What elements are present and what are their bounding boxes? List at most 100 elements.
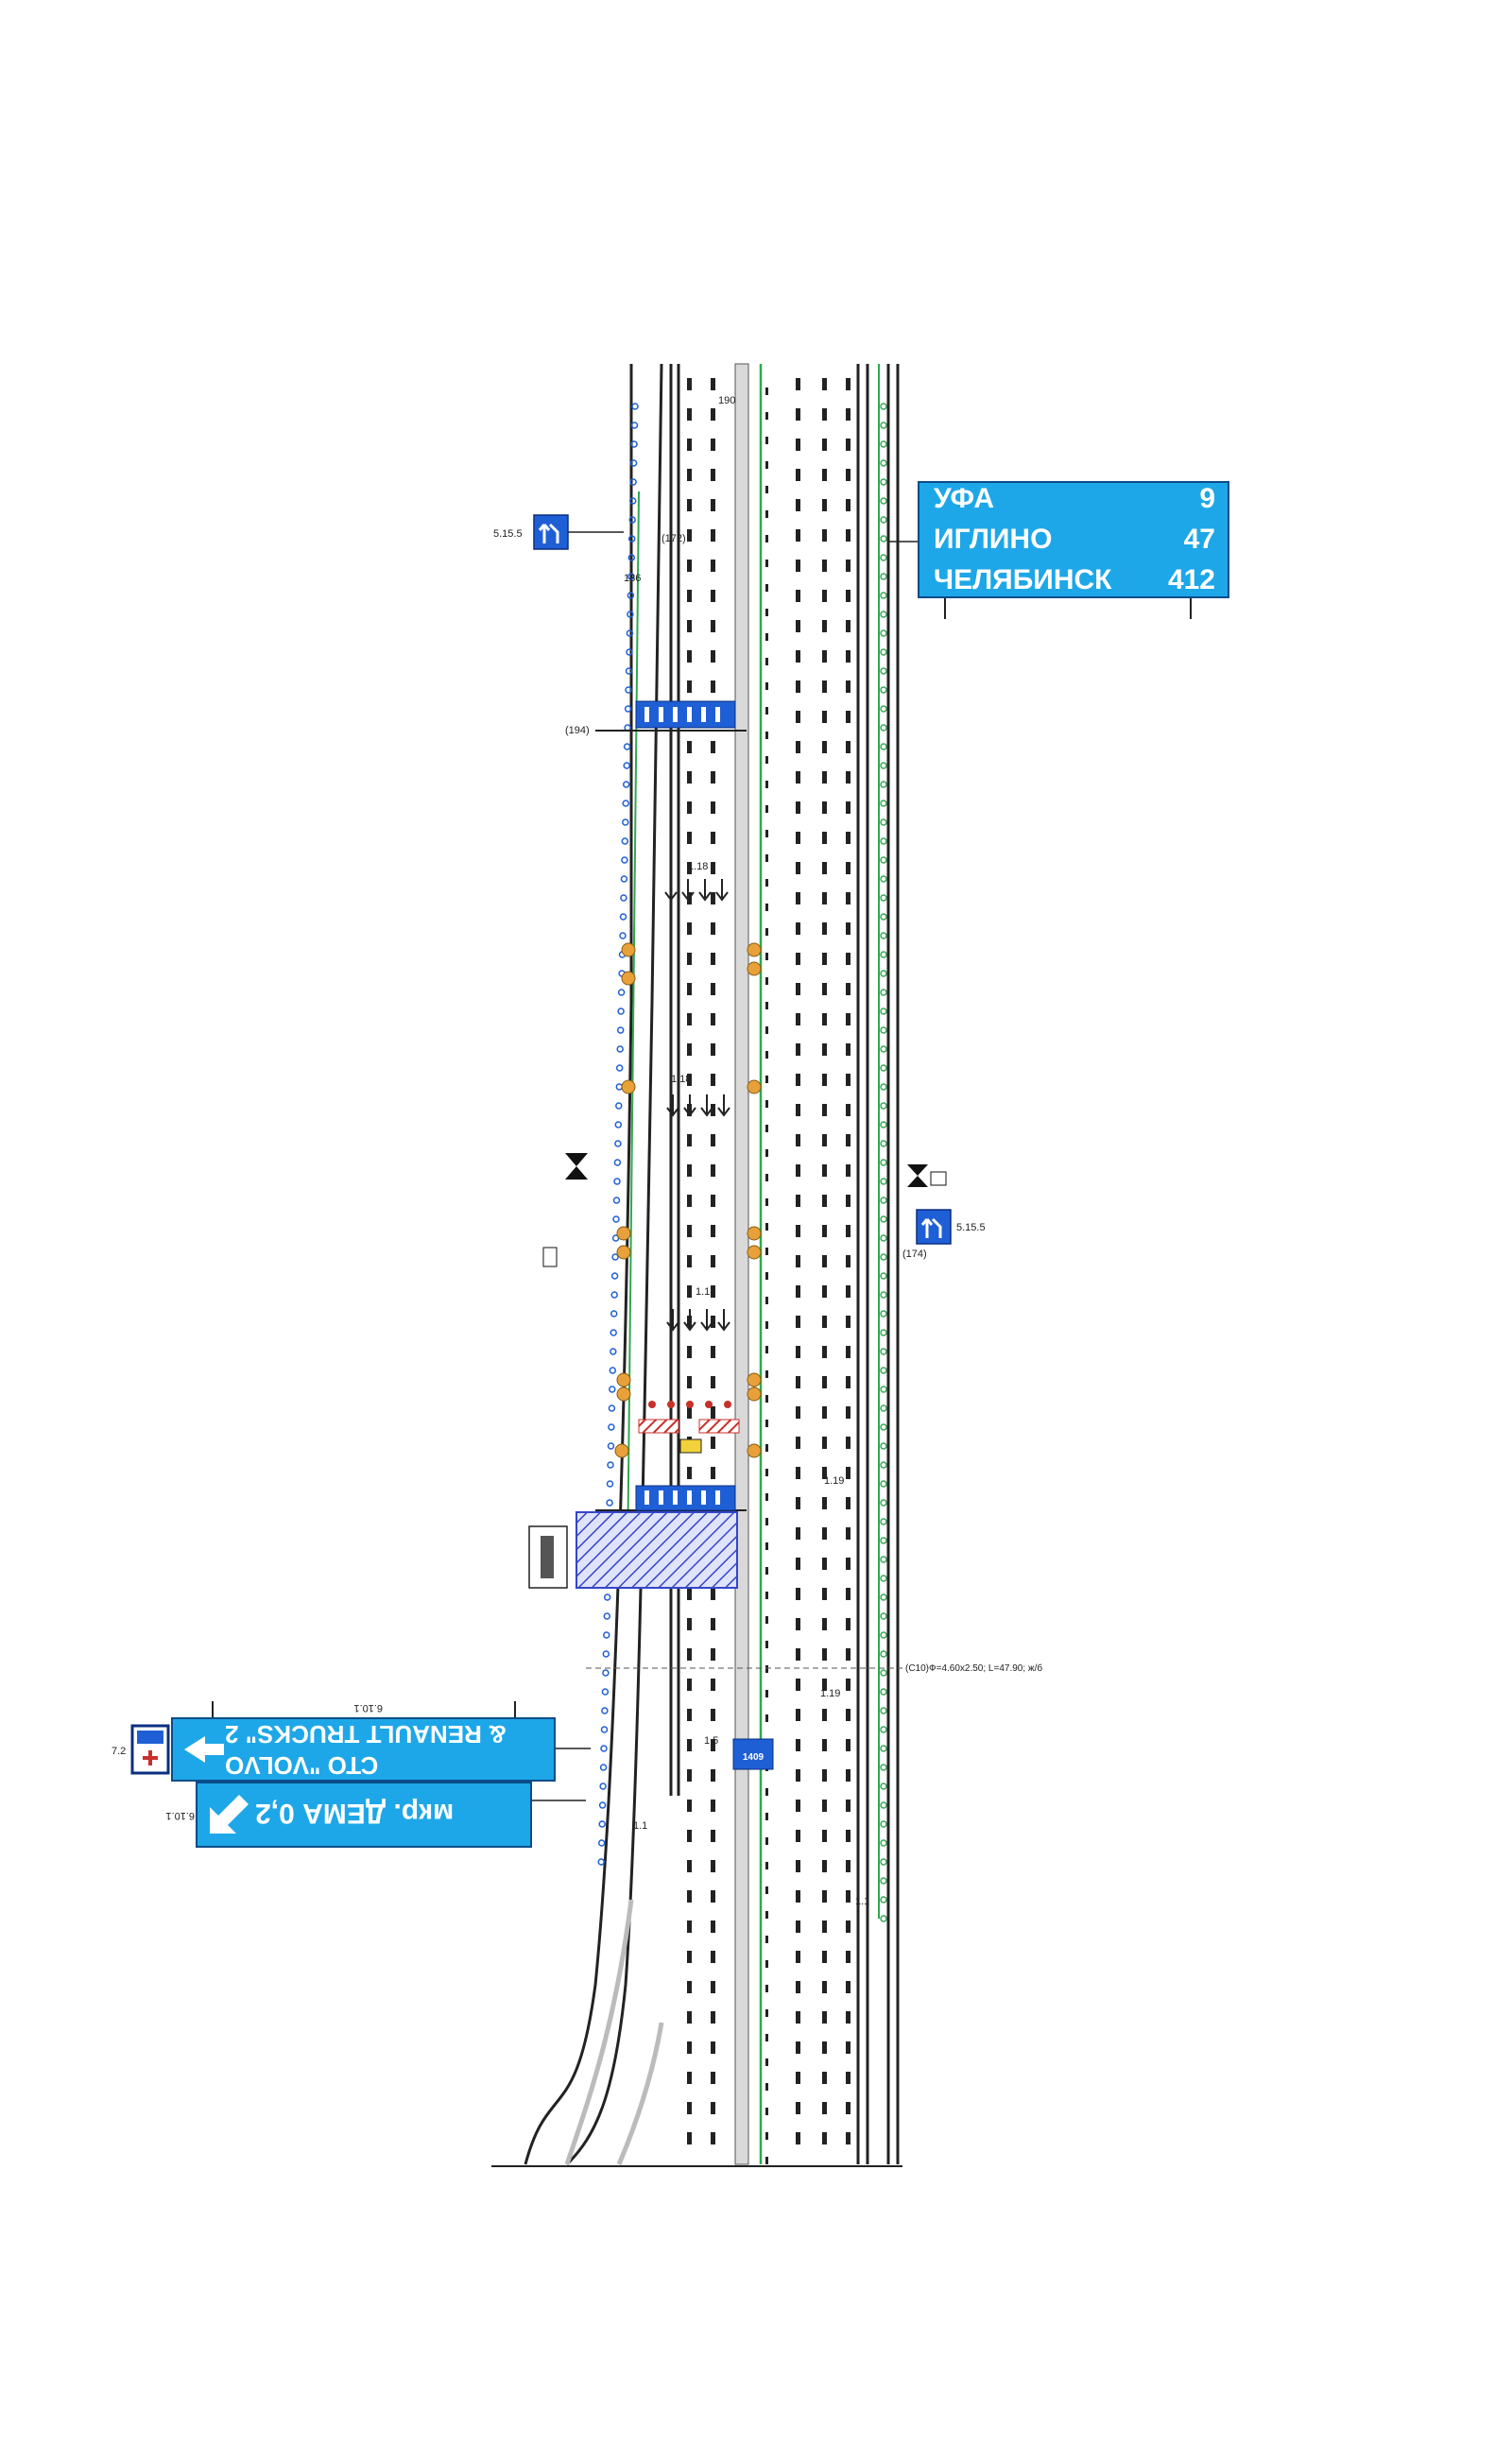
road-edges <box>524 363 900 2166</box>
lane-dash <box>711 1225 715 1237</box>
roadside-post <box>880 1783 887 1790</box>
roadside-post <box>601 1707 609 1714</box>
roadside-post <box>598 1801 607 1809</box>
lane-dash <box>822 1739 827 1751</box>
roadside-post <box>880 1348 887 1355</box>
lane-dash <box>796 1013 800 1025</box>
lane-dash <box>687 378 692 390</box>
lane-dash <box>687 439 692 451</box>
roadside-post <box>621 837 629 845</box>
roadside-post <box>880 1008 887 1015</box>
lane-dash <box>846 1951 850 1963</box>
roadside-post <box>880 1234 887 1242</box>
lane-dash <box>846 771 850 784</box>
roadside-post <box>628 497 637 505</box>
roadside-post <box>627 573 635 580</box>
roadside-post <box>610 1348 617 1355</box>
lane-dash <box>796 1920 800 1933</box>
svg-text:6.10.1: 6.10.1 <box>353 1702 383 1714</box>
lane-dash <box>796 1679 800 1691</box>
lane-dash <box>846 1376 850 1388</box>
lane-dash <box>687 1709 692 1721</box>
lane-dash <box>687 1800 692 1812</box>
lane-dash <box>687 408 692 421</box>
roadside-post <box>880 611 887 618</box>
roadside-post <box>620 894 627 902</box>
lane-dash <box>846 1255 850 1267</box>
lane-dash <box>796 2072 800 2084</box>
roadside-post <box>880 932 887 939</box>
lane-dash <box>711 469 715 481</box>
lane-dash <box>846 1195 850 1207</box>
roadside-post <box>880 1083 887 1091</box>
lane-dash <box>846 922 850 935</box>
lane-dash <box>796 1739 800 1751</box>
roadside-post <box>600 1745 608 1752</box>
roadside-post <box>880 781 887 788</box>
roadside-post <box>880 1423 887 1431</box>
lane-dash <box>687 1285 692 1298</box>
roadside-post <box>611 1253 619 1261</box>
roadside-post <box>880 1253 887 1261</box>
roadside-post <box>622 781 630 788</box>
roadside-post <box>600 1726 609 1733</box>
roadside-post <box>880 1178 887 1185</box>
roadside-post <box>602 1669 610 1677</box>
lane-dash <box>796 922 800 935</box>
lane-dash <box>796 590 800 602</box>
roadside-post <box>880 1745 887 1752</box>
lane-dash <box>765 1911 768 1919</box>
lane-dash <box>687 620 692 632</box>
lane-dash <box>822 499 827 511</box>
roadside-post <box>622 818 629 826</box>
lane-dash <box>822 832 827 844</box>
roadside-post <box>880 554 887 561</box>
lane-dash <box>765 461 768 469</box>
lane-dash <box>687 1376 692 1388</box>
roadside-posts <box>597 403 887 1922</box>
direction-distance-3: 412 <box>1168 564 1215 595</box>
lane-dash <box>711 378 715 390</box>
lane-dash <box>822 620 827 632</box>
district-sign-text: мкр. ДЕМА 0,2 <box>255 1798 454 1829</box>
lane-dash <box>846 1225 850 1237</box>
lane-dash <box>711 922 715 935</box>
roadside-post <box>598 1820 606 1828</box>
roadside-post <box>880 1726 887 1733</box>
median <box>627 363 880 2165</box>
lane-dash <box>687 560 692 572</box>
lane-dash <box>796 1195 800 1207</box>
roadside-post <box>625 686 632 694</box>
lane-dash <box>846 1679 850 1691</box>
lane-dash <box>796 1648 800 1661</box>
lane-dash <box>765 1886 768 1894</box>
lane-dash <box>765 1125 768 1132</box>
lane-dash <box>822 1709 827 1721</box>
lane-dash <box>822 1497 827 1509</box>
lane-dash <box>822 1618 827 1630</box>
lane-dash <box>687 1920 692 1933</box>
lane-dash <box>711 1890 715 1903</box>
roadside-post <box>616 1045 624 1053</box>
lane-dash <box>846 1739 850 1751</box>
roadside-post <box>880 837 887 845</box>
roadside-post <box>629 459 638 467</box>
roadside-post <box>623 762 630 769</box>
lane-dash <box>765 805 768 813</box>
lane-dash <box>796 2011 800 2024</box>
marking-1-1-a: 1.1 <box>633 1820 647 1832</box>
roadside-post <box>606 1499 613 1507</box>
lane-dash <box>711 620 715 632</box>
lane-dash <box>846 1285 850 1298</box>
roadside-post <box>880 856 887 864</box>
lane-dash <box>687 832 692 844</box>
roadside-post <box>880 1367 887 1374</box>
roadside-post <box>880 667 887 675</box>
roadside-post <box>880 1215 887 1223</box>
roadside-post <box>631 403 639 410</box>
lane-dash <box>765 1051 768 1059</box>
lane-dash <box>796 1346 800 1358</box>
lane-dash <box>846 469 850 481</box>
roadside-post <box>620 875 628 883</box>
roadside-post <box>880 1064 887 1072</box>
